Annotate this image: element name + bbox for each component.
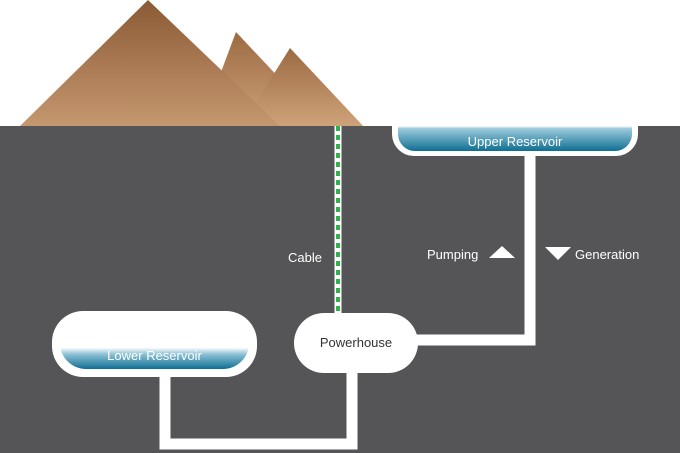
cable-label: Cable xyxy=(288,250,322,265)
pumping-arrow-up-icon xyxy=(489,246,515,258)
mountain-main xyxy=(18,0,282,128)
upper-reservoir-water xyxy=(398,126,632,151)
powerhouse-label: Powerhouse xyxy=(319,335,393,350)
generation-label: Generation xyxy=(575,247,640,262)
powerhouse-shape xyxy=(294,313,418,373)
pipe-upper-to-powerhouse xyxy=(412,150,536,346)
pipes xyxy=(159,150,536,450)
pumping-label: Pumping xyxy=(427,247,479,262)
lower-reservoir-water xyxy=(60,336,249,369)
upper-reservoir-label: Upper Reservoir xyxy=(467,134,563,149)
generation-arrow-down-icon xyxy=(545,247,571,260)
pipe-powerhouse-to-lower xyxy=(159,360,358,450)
mountain-right xyxy=(240,48,365,128)
lower-reservoir-label: Lower Reservoir xyxy=(107,348,202,363)
